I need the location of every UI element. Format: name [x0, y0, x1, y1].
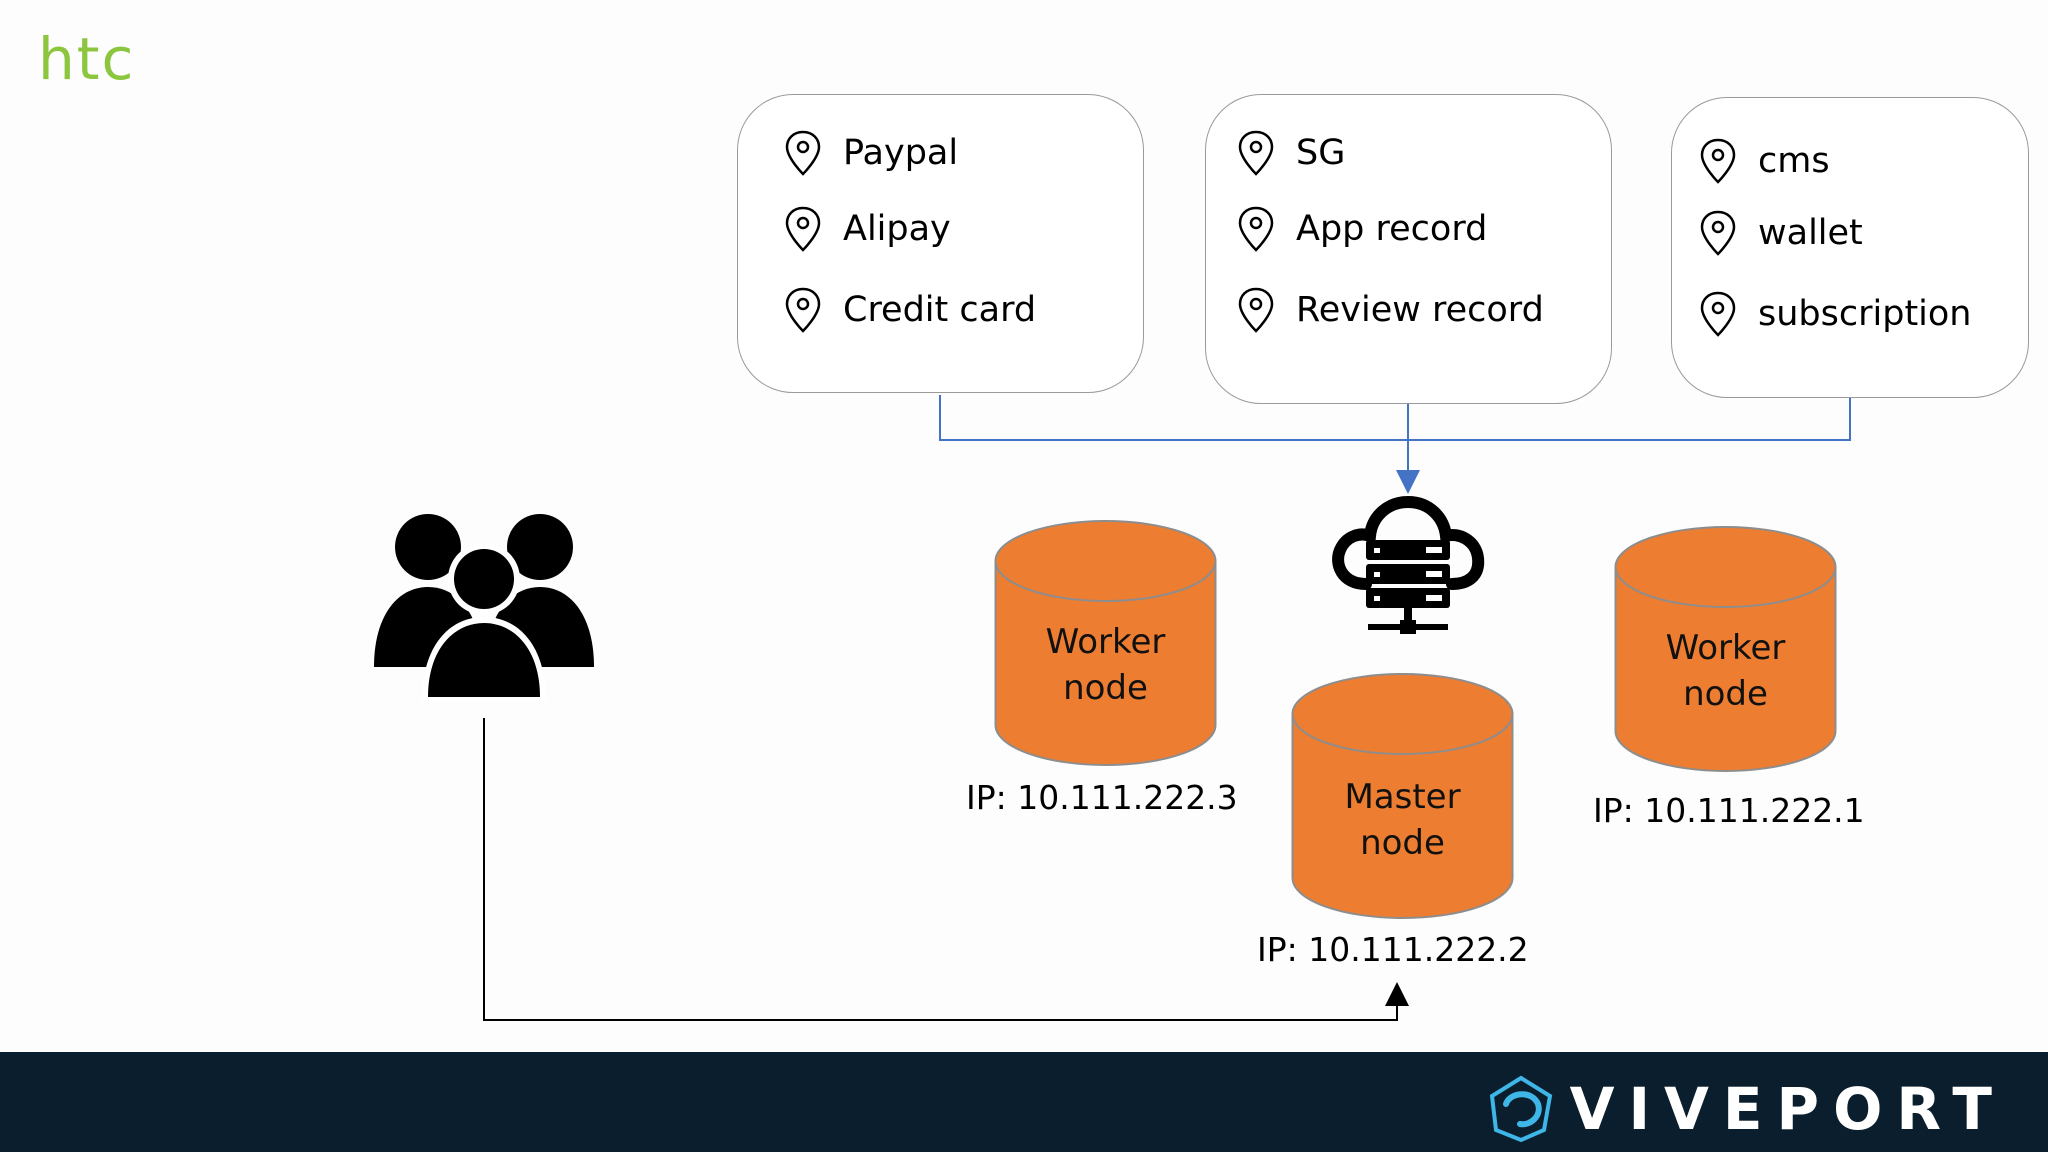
service-item-label: Paypal [843, 133, 959, 173]
map-pin-icon [1700, 138, 1736, 184]
map-pin-icon [1700, 291, 1736, 337]
map-pin-icon [1238, 287, 1274, 333]
service-item: Alipay [783, 205, 951, 253]
service-item-label: cms [1758, 141, 1830, 181]
service-group-box-records: SG App record Review record [1205, 94, 1612, 404]
service-group-box-content: cms wallet subscription [1671, 97, 2029, 398]
footer-bar: VIVEPORT [0, 1052, 2048, 1152]
node-label-line1: Worker [1045, 622, 1166, 662]
viveport-emblem-icon [1489, 1075, 1552, 1143]
worker-node-left: Worker node [994, 519, 1217, 767]
service-item: Review record [1236, 286, 1544, 334]
node-ip-label: IP: 10.111.222.2 [1257, 930, 1529, 969]
service-bus-line [939, 395, 1851, 441]
viveport-logo: VIVEPORT [1486, 1074, 2006, 1144]
node-ip-label: IP: 10.111.222.3 [966, 778, 1238, 817]
service-item: App record [1236, 205, 1487, 253]
service-group-box-payment: Paypal Alipay Credit card [737, 94, 1144, 393]
service-item: Credit card [783, 286, 1036, 334]
service-item-label: App record [1296, 209, 1488, 249]
node-label-line2: node [1683, 674, 1768, 714]
node-label-line1: Master [1344, 777, 1461, 817]
service-item: wallet [1698, 209, 1863, 257]
map-pin-icon [1700, 210, 1736, 256]
node-ip-label: IP: 10.111.222.1 [1593, 791, 1865, 830]
map-pin-icon [785, 287, 821, 333]
users-group-icon [374, 514, 594, 701]
user-to-master-line [483, 718, 1409, 1021]
service-item-label: Credit card [843, 290, 1037, 330]
service-item: SG [1236, 129, 1345, 177]
viveport-wordmark-text: VIVEPORT [1569, 1075, 2006, 1143]
node-label-line1: Worker [1665, 628, 1786, 668]
node-label: Master node [1291, 774, 1514, 866]
node-label: Worker node [994, 619, 1217, 711]
htc-logo: htc [38, 25, 136, 93]
node-label: Worker node [1614, 625, 1837, 717]
map-pin-icon [1238, 206, 1274, 252]
master-node: Master node [1291, 672, 1514, 920]
connector-lines [483, 395, 1851, 1021]
database-cylinder-icon [1614, 526, 1837, 772]
service-item-label: Review record [1296, 290, 1544, 330]
worker-node-right: Worker node [1614, 525, 1837, 773]
map-pin-icon [785, 206, 821, 252]
database-cylinder-icon [1291, 673, 1514, 919]
database-cylinder-icon [994, 520, 1217, 766]
cloud-server-icon [1332, 495, 1485, 634]
map-pin-icon [785, 130, 821, 176]
service-item: Paypal [783, 129, 958, 177]
service-item-label: wallet [1758, 213, 1863, 253]
map-pin-icon [1238, 130, 1274, 176]
service-item-label: Alipay [843, 209, 951, 249]
service-item: subscription [1698, 290, 1972, 338]
service-item-label: SG [1296, 133, 1346, 173]
node-label-line2: node [1063, 668, 1148, 708]
node-label-line2: node [1360, 823, 1445, 863]
service-item-label: subscription [1758, 294, 1972, 334]
service-item: cms [1698, 137, 1830, 185]
